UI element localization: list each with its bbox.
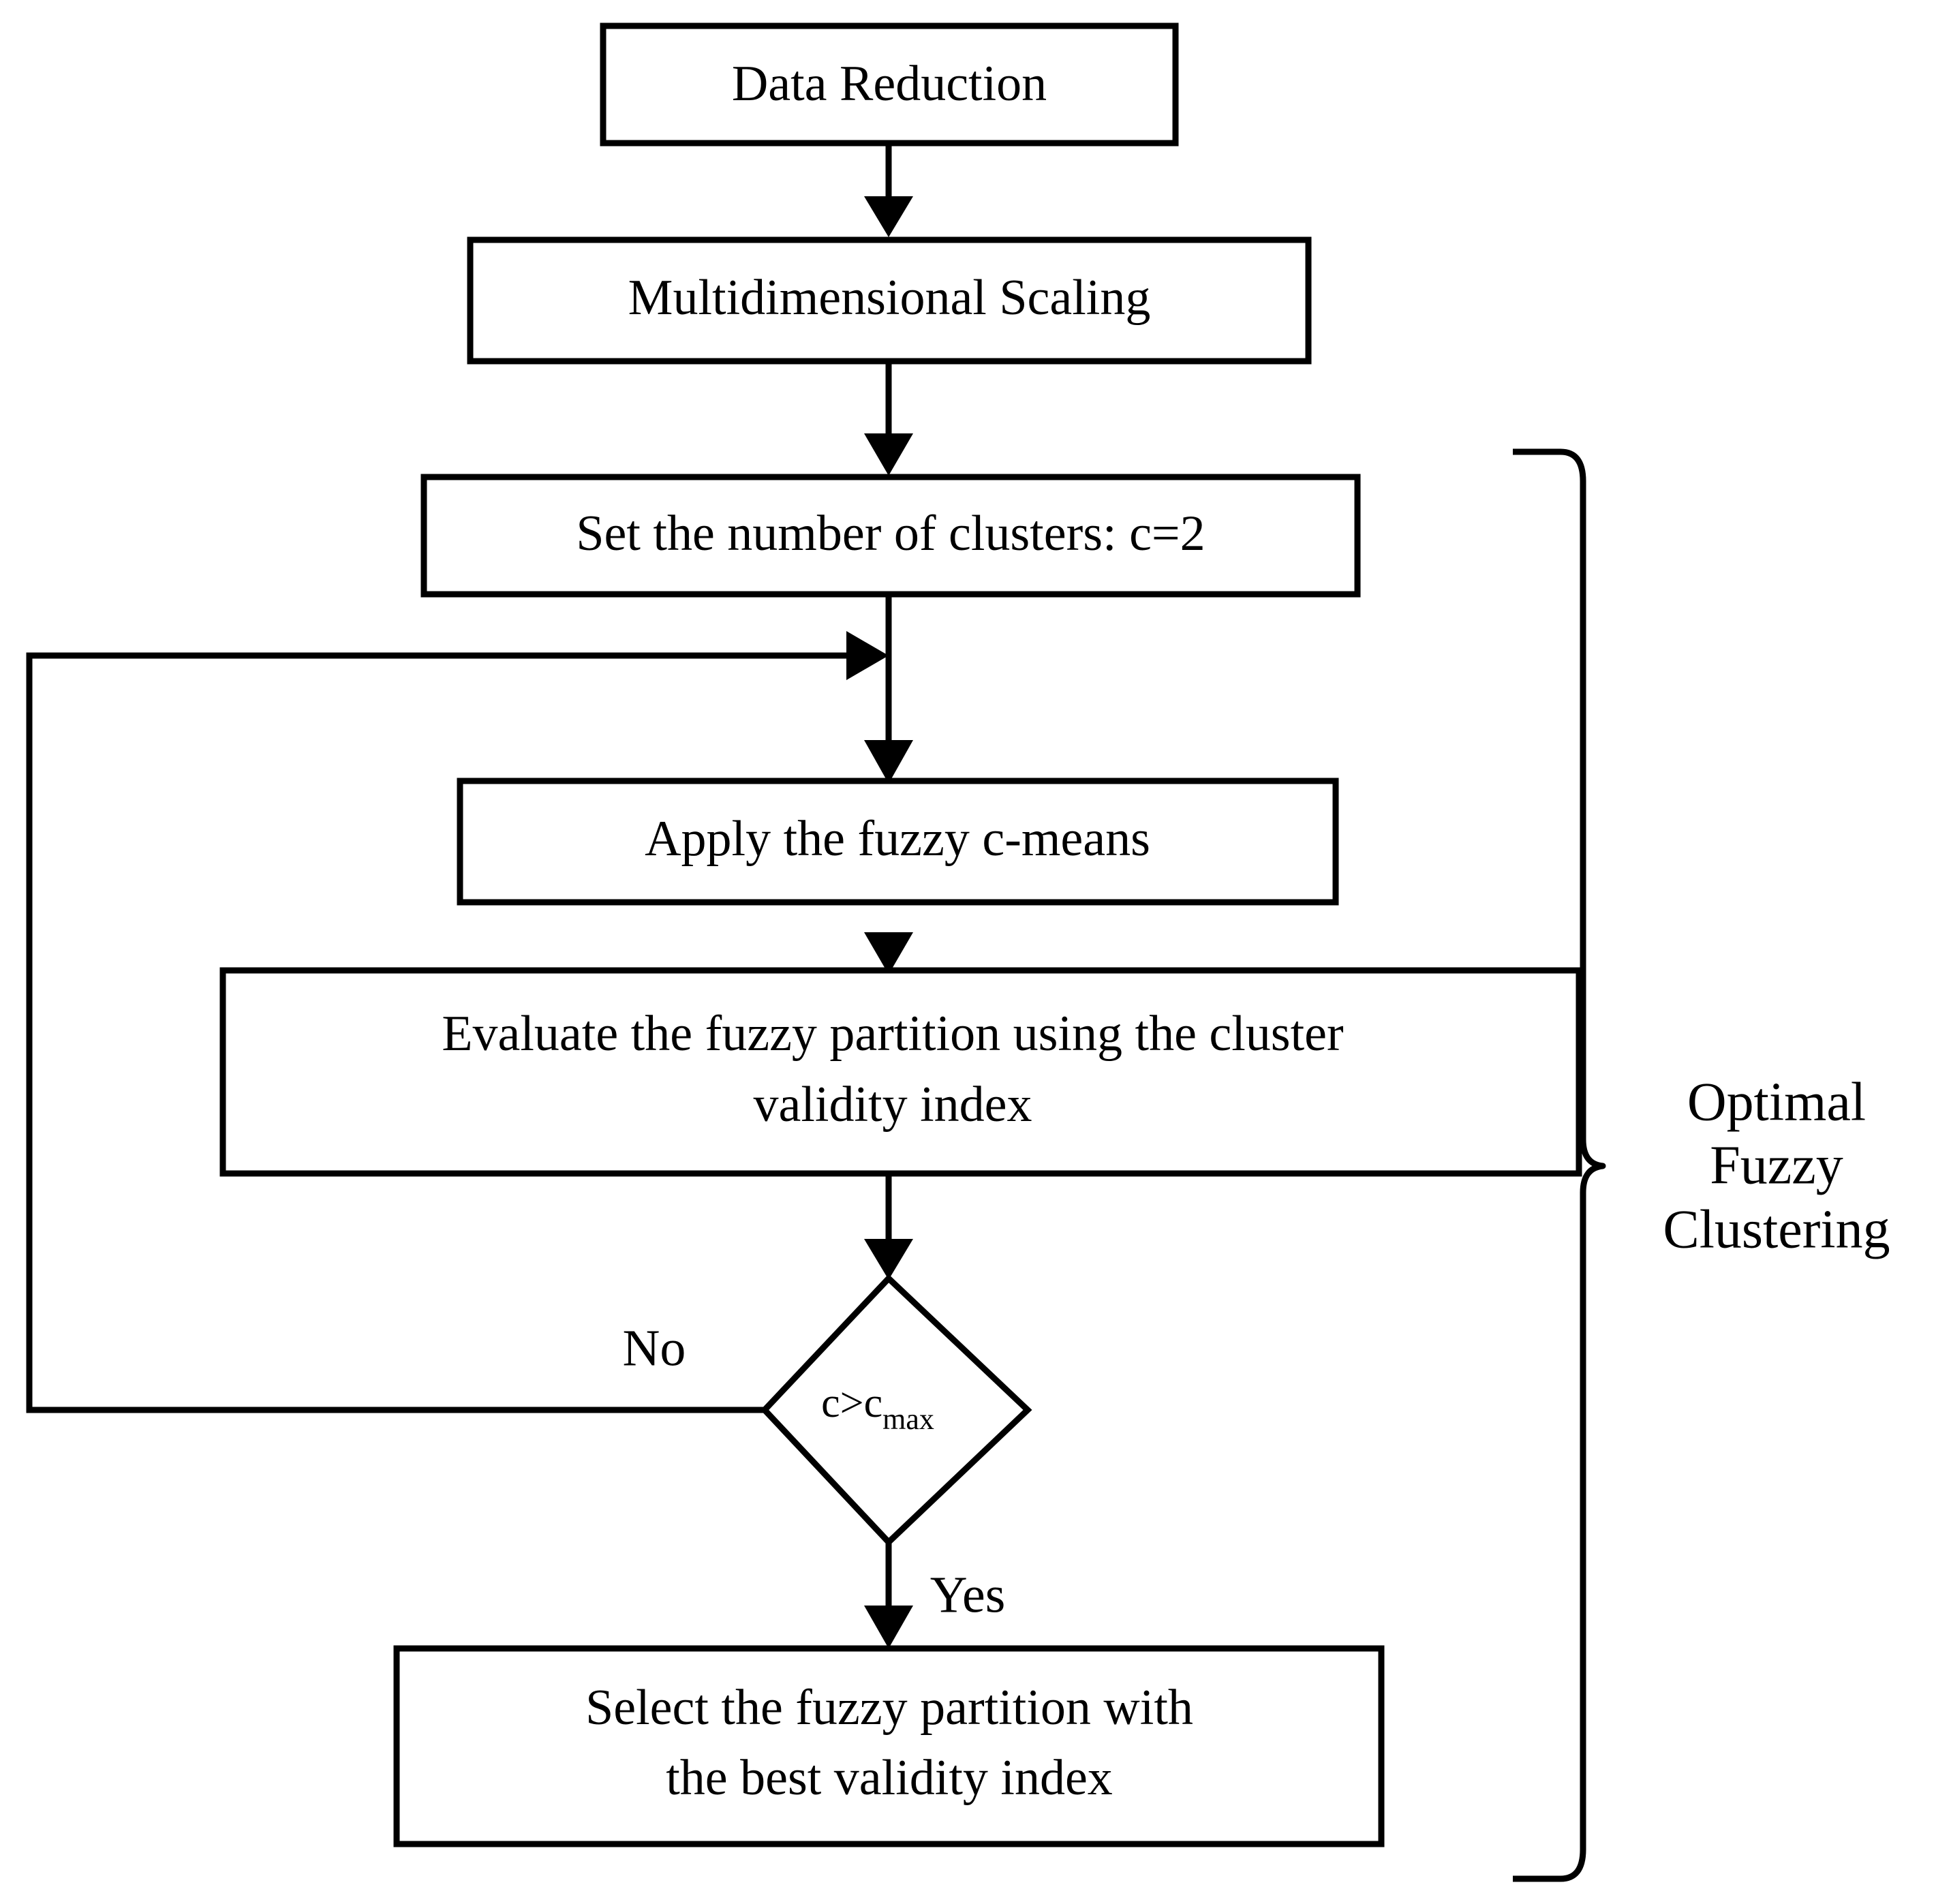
node-set-clusters-shape[interactable]	[420, 474, 1361, 598]
arrow-head-icon	[864, 433, 913, 476]
node-set-clusters-label: Set the number of clusters: c=2	[576, 506, 1205, 562]
node-multidimensional-scaling-shape[interactable]	[467, 236, 1312, 365]
grouping-brace	[1513, 448, 1606, 1882]
arrow-head-icon	[864, 1606, 913, 1648]
node-select-partition-shape[interactable]	[393, 1645, 1385, 1847]
node-data-reduction[interactable]: Data Reduction	[600, 22, 1179, 147]
arrow-head-icon	[864, 740, 913, 784]
node-apply-fcm-shape[interactable]	[457, 778, 1339, 906]
node-evaluate-partition-label-line1: Evaluate the fuzzy partition using the c…	[442, 1006, 1343, 1062]
edge-label-yes: Yes	[930, 1566, 1006, 1623]
node-decision-cmax-label: c>cmax	[821, 1380, 934, 1436]
node-apply-fcm[interactable]: Apply the fuzzy c-means	[457, 778, 1339, 906]
node-data-reduction-shape[interactable]	[600, 22, 1179, 147]
node-set-clusters[interactable]: Set the number of clusters: c=2	[420, 474, 1361, 598]
node-select-partition-label-line2: the best validity index	[666, 1750, 1113, 1806]
edge-set-clusters-to-apply-fcm	[864, 594, 913, 784]
edge-mds-to-set-clusters	[864, 361, 913, 476]
brace-label-group: Optimal Fuzzy Clustering	[1663, 1072, 1890, 1259]
node-decision-cmax[interactable]: c>cmax	[760, 1274, 1032, 1547]
brace-icon	[1513, 448, 1606, 1882]
node-evaluate-partition-shape[interactable]	[219, 967, 1582, 1177]
brace-label-line2: Fuzzy	[1710, 1135, 1843, 1195]
edge-feedback-loop-no	[26, 631, 889, 1413]
edge-decision-to-select-yes	[864, 1544, 913, 1648]
arrow-head-icon	[864, 932, 913, 974]
arrow-head-icon	[864, 196, 913, 237]
node-multidimensional-scaling[interactable]: Multidimensional Scaling	[467, 236, 1312, 365]
node-multidimensional-scaling-label: Multidimensional Scaling	[628, 270, 1151, 326]
node-decision-cmax-label-base: c>c	[821, 1380, 882, 1426]
node-data-reduction-label: Data Reduction	[732, 56, 1047, 112]
brace-label-line1: Optimal	[1687, 1072, 1866, 1132]
node-evaluate-partition[interactable]: Evaluate the fuzzy partition using the c…	[219, 967, 1582, 1177]
arrow-head-icon	[864, 1239, 913, 1280]
node-decision-cmax-label-subscript: max	[882, 1402, 934, 1436]
node-apply-fcm-label: Apply the fuzzy c-means	[645, 811, 1150, 867]
brace-label-line3: Clustering	[1663, 1199, 1890, 1259]
arrow-head-icon	[846, 631, 889, 680]
node-select-partition[interactable]: Select the fuzzy partition with the best…	[393, 1645, 1385, 1847]
node-decision-cmax-shape[interactable]	[760, 1274, 1032, 1547]
edge-data-reduction-to-mds	[864, 143, 913, 237]
edge-evaluate-to-decision	[864, 1173, 913, 1280]
node-evaluate-partition-label-line2: validity index	[754, 1077, 1032, 1133]
node-select-partition-label-line1: Select the fuzzy partition with	[585, 1680, 1193, 1736]
edge-label-no: No	[623, 1319, 686, 1377]
